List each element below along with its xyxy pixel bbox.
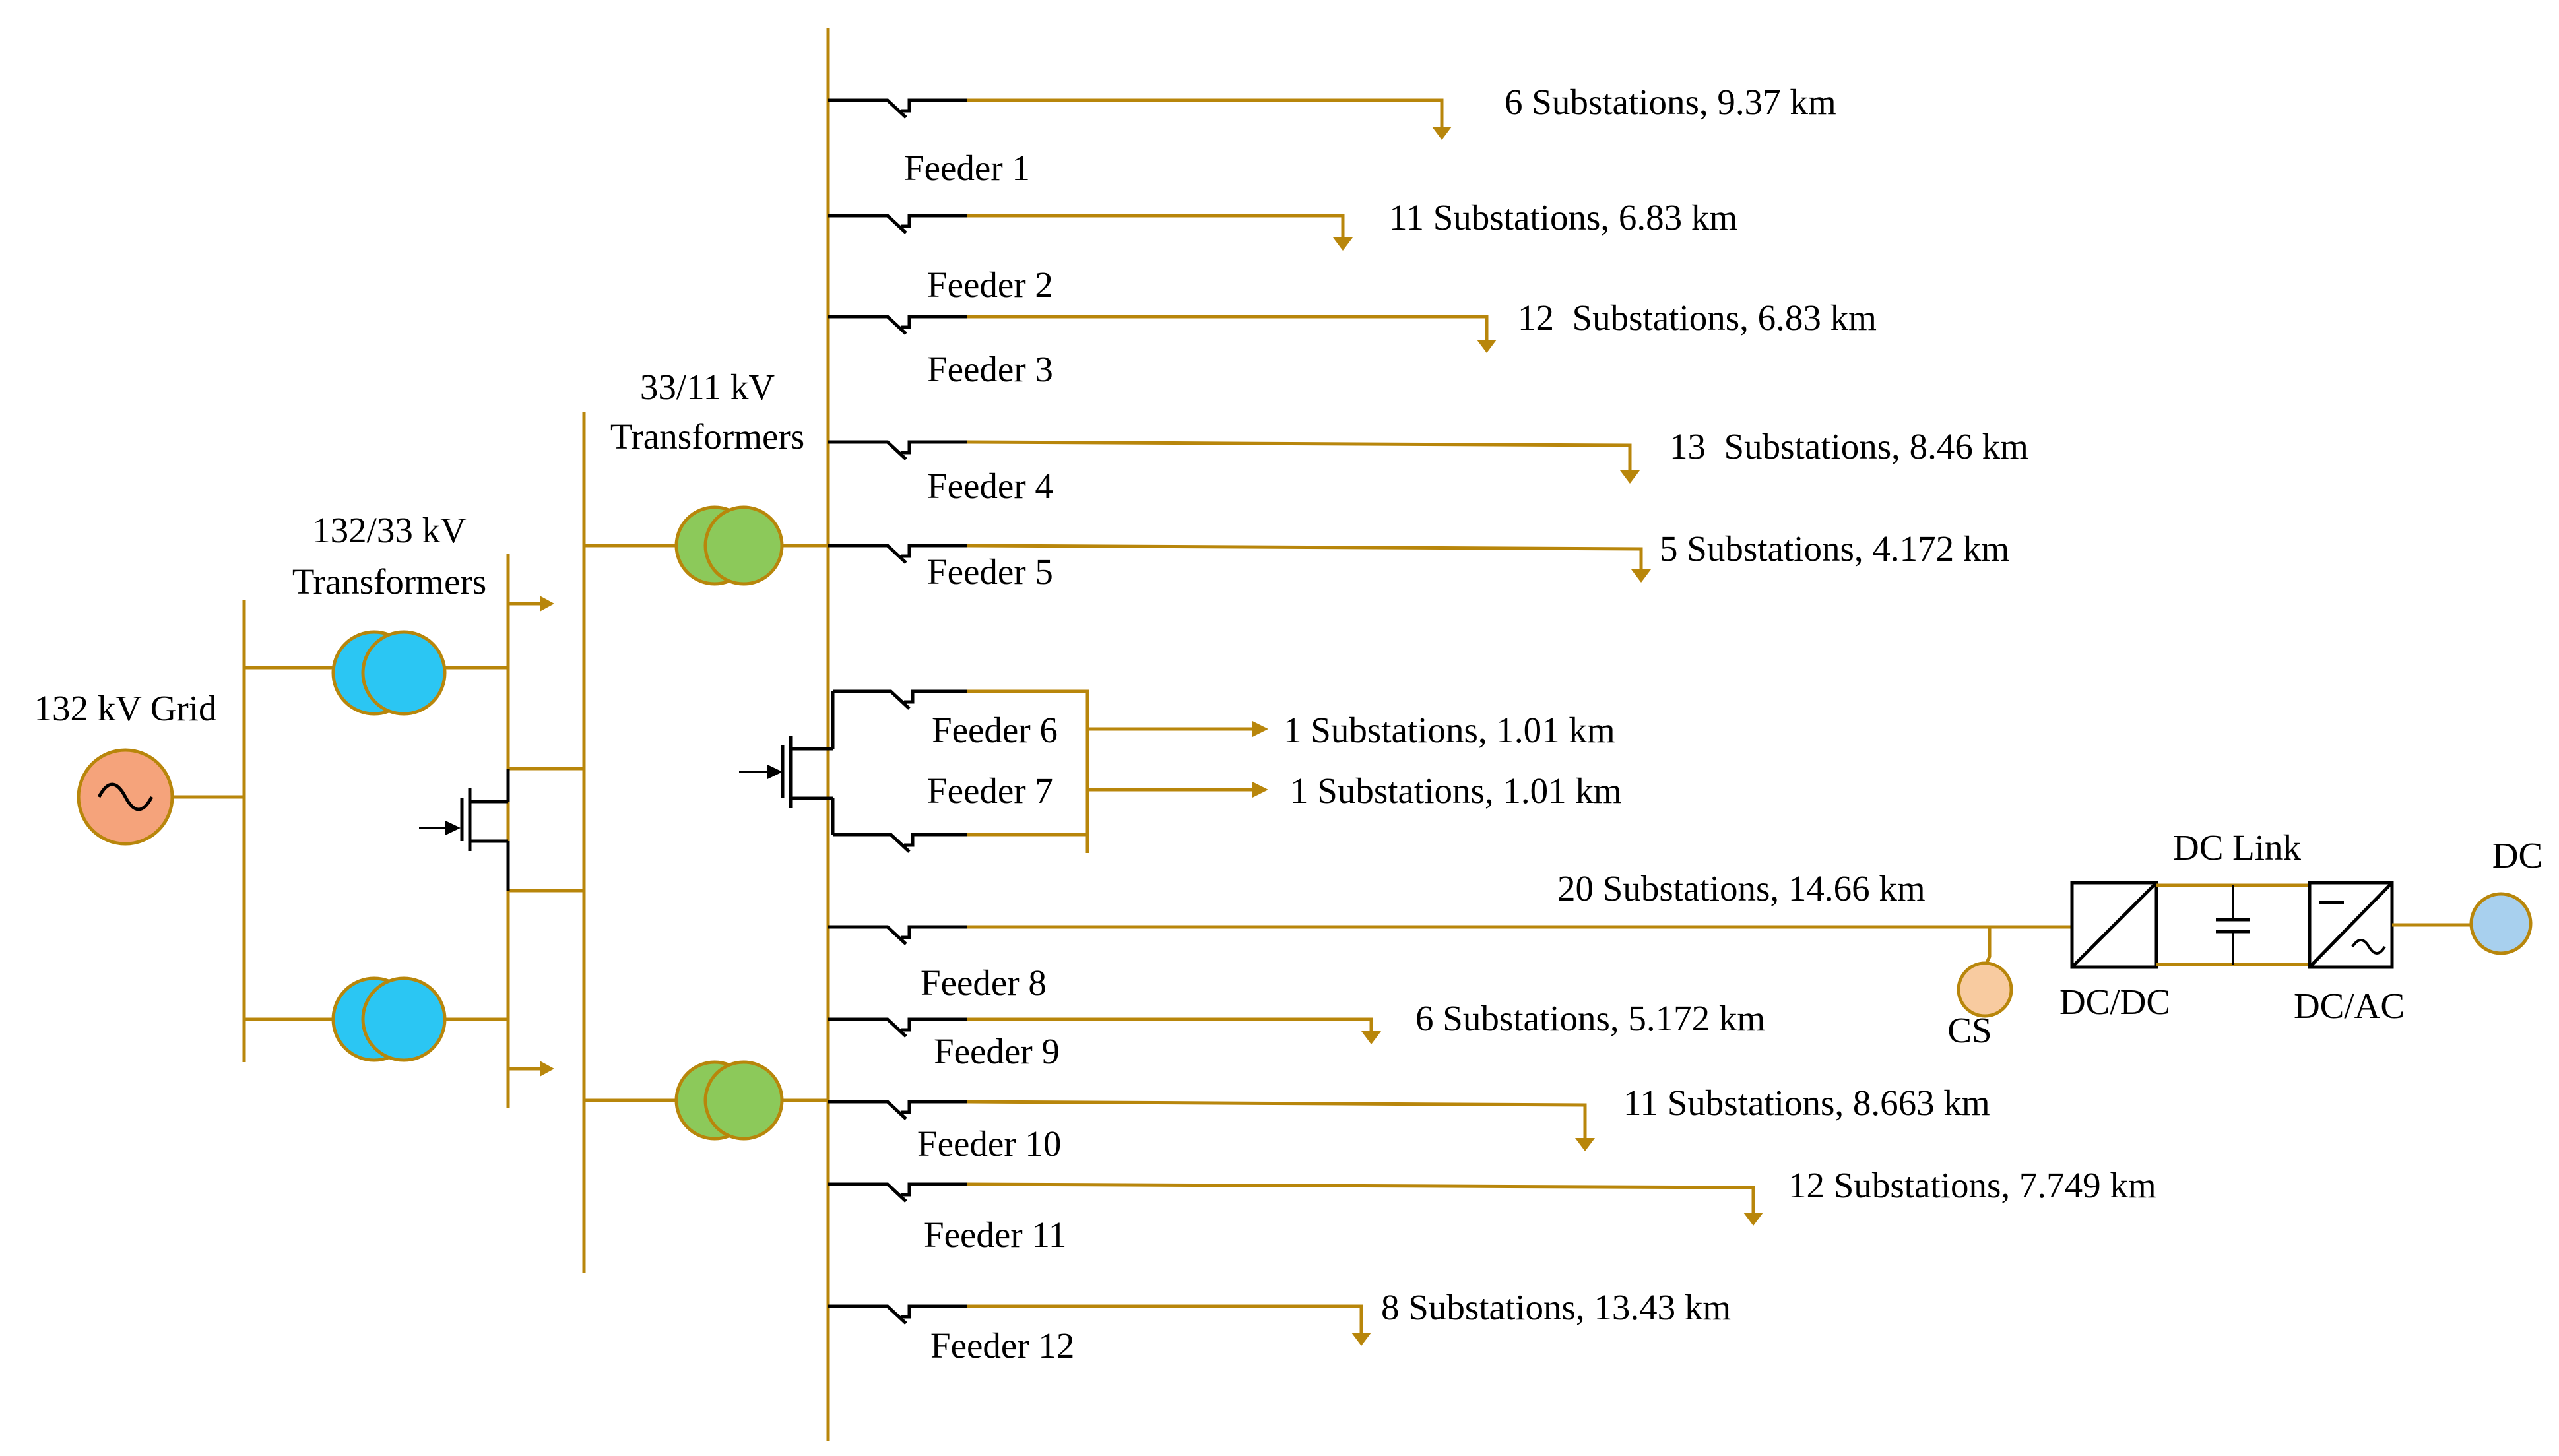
feeder-12-info: 8 Substations, 13.43 km — [1381, 1287, 1731, 1327]
transformer-33-11-lower — [674, 1060, 784, 1141]
bus-tie-switch-11kv — [739, 691, 835, 835]
feeder-4-info: 13 Substations, 8.46 km — [1669, 426, 2028, 466]
feeder-11-info: 12 Substations, 7.749 km — [1788, 1165, 2156, 1205]
feeder-1-info: 6 Substations, 9.37 km — [1505, 82, 1836, 122]
tx-33-11-label-2: Transformers — [610, 416, 804, 457]
feeder-10-info: 11 Substations, 8.663 km — [1623, 1083, 1990, 1123]
feeder-9-info: 6 Substations, 5.172 km — [1415, 998, 1765, 1038]
feeder-5-info: 5 Substations, 4.172 km — [1660, 528, 2009, 569]
bus-tie-switch-33kv — [419, 769, 510, 891]
grid-label: 132 kV Grid — [34, 688, 216, 728]
transformer-132-33-lower — [331, 976, 447, 1062]
feeder-7-info: 1 Substations, 1.01 km — [1290, 771, 1622, 811]
feeder-10-label: Feeder 10 — [917, 1124, 1061, 1164]
feeder-4 — [828, 440, 1640, 484]
feeder-2 — [828, 214, 1353, 251]
dc-load — [2469, 892, 2533, 955]
feeder-9-label: Feeder 9 — [934, 1031, 1060, 1071]
feeder-11-label: Feeder 11 — [924, 1215, 1066, 1255]
dc-ac-label: DC/AC — [2294, 986, 2405, 1026]
cs-label: CS — [1947, 1010, 1992, 1050]
dc-link — [2156, 883, 2310, 966]
feeder-3-info: 12 Substations, 6.83 km — [1518, 298, 1877, 338]
feeder-12-label: Feeder 12 — [930, 1325, 1074, 1366]
feeder-7-label: Feeder 7 — [927, 771, 1053, 811]
feeder-4-label: Feeder 4 — [927, 466, 1053, 506]
feeder-8-info: 20 Substations, 14.66 km — [1557, 868, 1926, 908]
arrow-lower-33kv — [540, 1061, 554, 1077]
feeder-3-label: Feeder 3 — [927, 349, 1053, 389]
feeder-1 — [828, 98, 1452, 140]
feeder-6-info: 1 Substations, 1.01 km — [1283, 710, 1615, 750]
feeder-10 — [828, 1100, 1595, 1151]
tx-132-33-label-1: 132/33 kV — [312, 510, 467, 550]
feeder-5 — [828, 544, 1651, 583]
feeder-11 — [828, 1182, 1763, 1226]
dc-link-label: DC Link — [2173, 827, 2302, 868]
transformer-132-33-upper — [331, 630, 447, 716]
feeder-2-info: 11 Substations, 6.83 km — [1389, 197, 1737, 237]
arrow-upper-33kv — [540, 596, 554, 612]
feeder-2-label: Feeder 2 — [927, 265, 1053, 305]
dc-dc-converter — [2070, 881, 2158, 969]
tx-132-33-label-2: Transformers — [292, 561, 486, 602]
grid-source — [77, 748, 174, 846]
feeder-8 — [828, 925, 2072, 972]
feeder-1-label: Feeder 1 — [904, 148, 1030, 188]
feeder-7 — [833, 782, 1268, 853]
dc-label: DC — [2492, 835, 2543, 875]
feeder-9 — [828, 1017, 1381, 1044]
feeder-6-label: Feeder 6 — [932, 710, 1058, 750]
transformer-33-11-upper — [674, 505, 784, 586]
dc-dc-label: DC/DC — [2059, 982, 2170, 1022]
feeder-6 — [833, 689, 1268, 853]
feeder-3 — [828, 315, 1497, 353]
feeder-5-label: Feeder 5 — [927, 552, 1053, 592]
feeder-12 — [828, 1304, 1371, 1346]
charging-station — [1957, 961, 2013, 1018]
tx-33-11-label-1: 33/11 kV — [640, 367, 775, 407]
dc-ac-inverter — [2308, 881, 2394, 969]
feeder-8-label: Feeder 8 — [921, 963, 1047, 1003]
